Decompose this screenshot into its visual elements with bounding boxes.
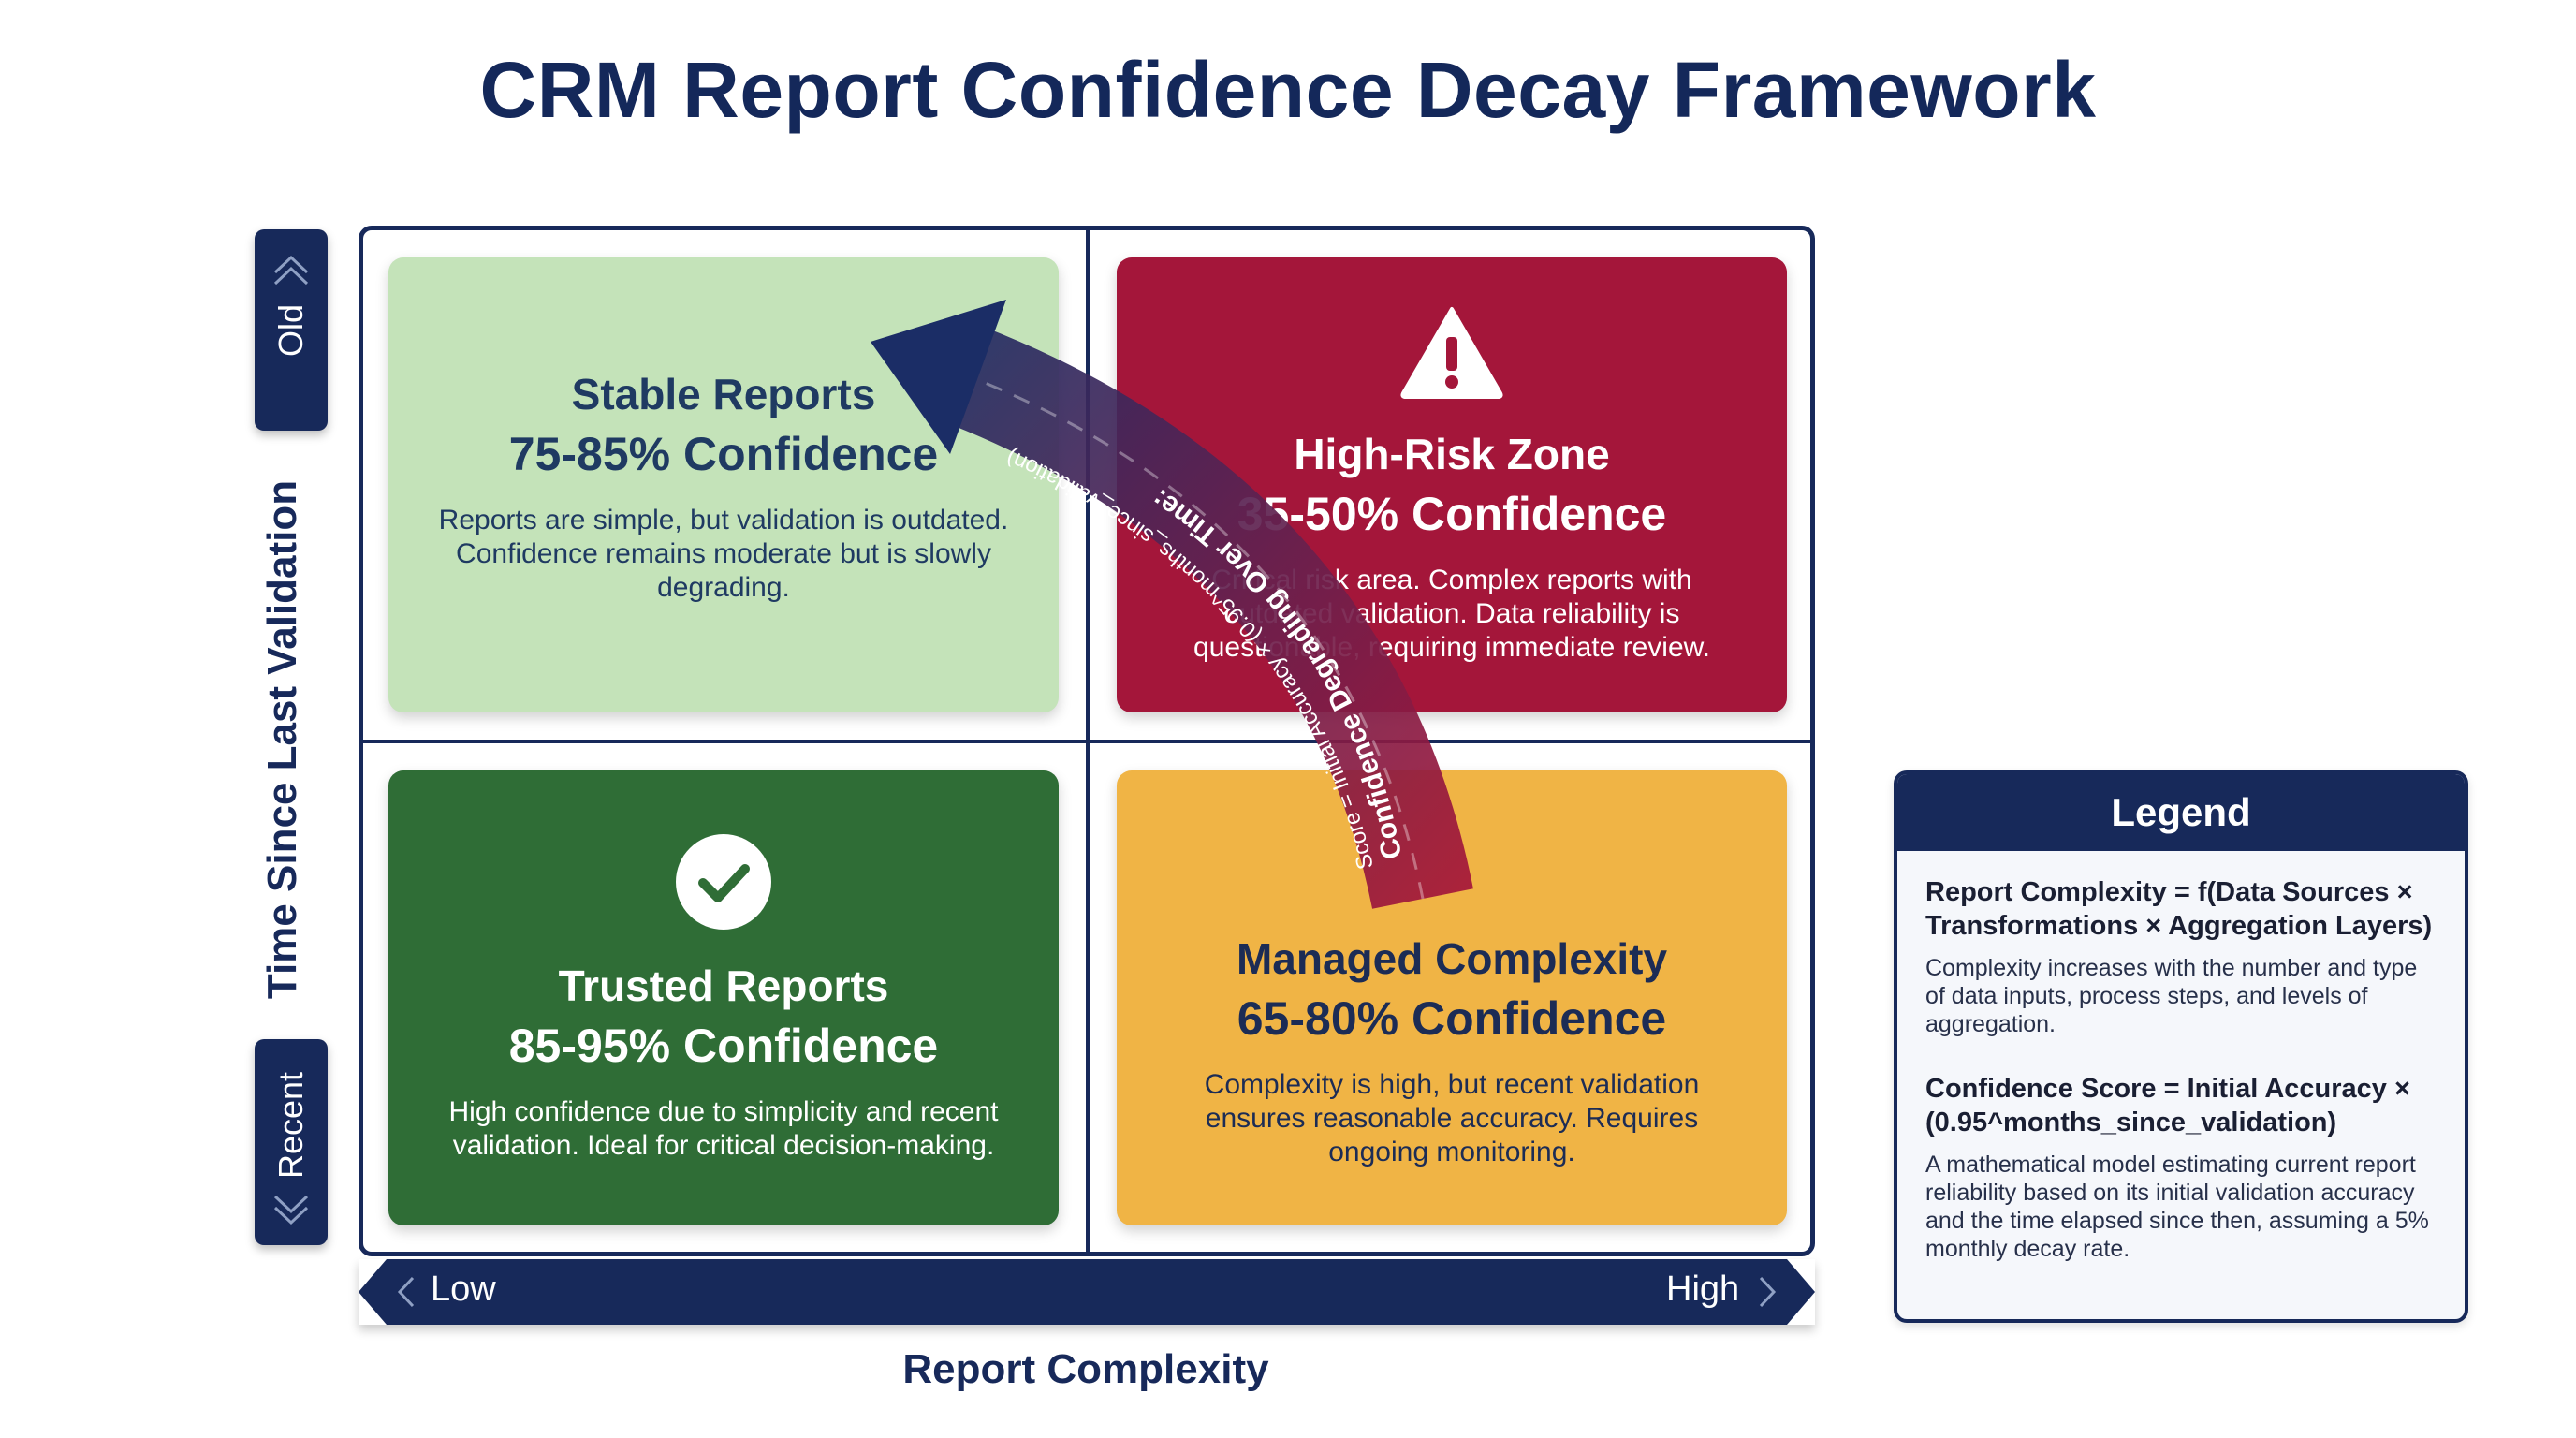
legend-definition: A mathematical model estimating current …: [1925, 1152, 2429, 1262]
chevron-left-icon: [397, 1276, 415, 1308]
chevron-up-icon: [273, 255, 309, 286]
quadrant-description: Critical risk area. Complex reports with…: [1193, 565, 1710, 663]
chevron-right-icon: [1759, 1276, 1777, 1308]
x-axis-low-label: Low: [431, 1269, 496, 1309]
up-arrow-shape: [255, 229, 328, 267]
quadrant-high-risk-zone: High-Risk Zone 35-50% Confidence Critica…: [1117, 257, 1787, 712]
legend-term: Confidence Score = Initial Accuracy × (0…: [1925, 1074, 2410, 1137]
check-circle-icon: [676, 834, 771, 930]
page-title: CRM Report Confidence Decay Framework: [479, 46, 2097, 134]
quadrant-confidence: 85-95% Confidence: [508, 1020, 939, 1072]
chevron-down-icon: [273, 1195, 309, 1225]
quadrant-confidence: 35-50% Confidence: [1237, 488, 1667, 540]
quadrant-name: Trusted Reports: [558, 961, 889, 1010]
legend-term: Report Complexity = f(Data Sources × Tra…: [1925, 877, 2433, 941]
y-axis-title: Time Since Last Validation: [259, 479, 305, 1000]
quadrant-description: Complexity is high, but recent validatio…: [1204, 1069, 1700, 1167]
x-axis-high-label: High: [1666, 1269, 1740, 1309]
y-axis-recent-marker: Recent: [255, 1039, 328, 1245]
legend-definition: Complexity increases with the number and…: [1925, 955, 2418, 1037]
quadrant-stable-reports: Stable Reports 75-85% Confidence Reports…: [388, 257, 1059, 712]
quadrant-trusted-reports: Trusted Reports 85-95% Confidence High c…: [388, 770, 1059, 1225]
x-axis-title: Report Complexity: [902, 1346, 1269, 1392]
quadrant-managed-complexity: Managed Complexity 65-80% Confidence Com…: [1117, 770, 1787, 1225]
grid-divider-horizontal: [361, 740, 1812, 743]
quadrant-confidence: 75-85% Confidence: [508, 428, 939, 480]
quadrant-name: Managed Complexity: [1236, 934, 1668, 983]
x-axis-bar: [359, 1259, 1815, 1325]
warning-icon: [1400, 307, 1503, 399]
quadrant-description: High confidence due to simplicity and re…: [448, 1096, 999, 1161]
y-axis-old-marker: Old: [255, 229, 328, 431]
quadrant-description: Reports are simple, but validation is ou…: [438, 505, 1009, 603]
y-axis-recent-label: Recent: [271, 1072, 310, 1180]
legend-title: Legend: [1897, 774, 2465, 851]
legend-panel: Legend Report Complexity = f(Data Source…: [1894, 770, 2468, 1323]
quadrant-name: High-Risk Zone: [1294, 430, 1610, 478]
y-axis-old-label: Old: [271, 303, 310, 357]
quadrant-confidence: 65-80% Confidence: [1237, 992, 1667, 1045]
quadrant-name: Stable Reports: [571, 370, 876, 418]
